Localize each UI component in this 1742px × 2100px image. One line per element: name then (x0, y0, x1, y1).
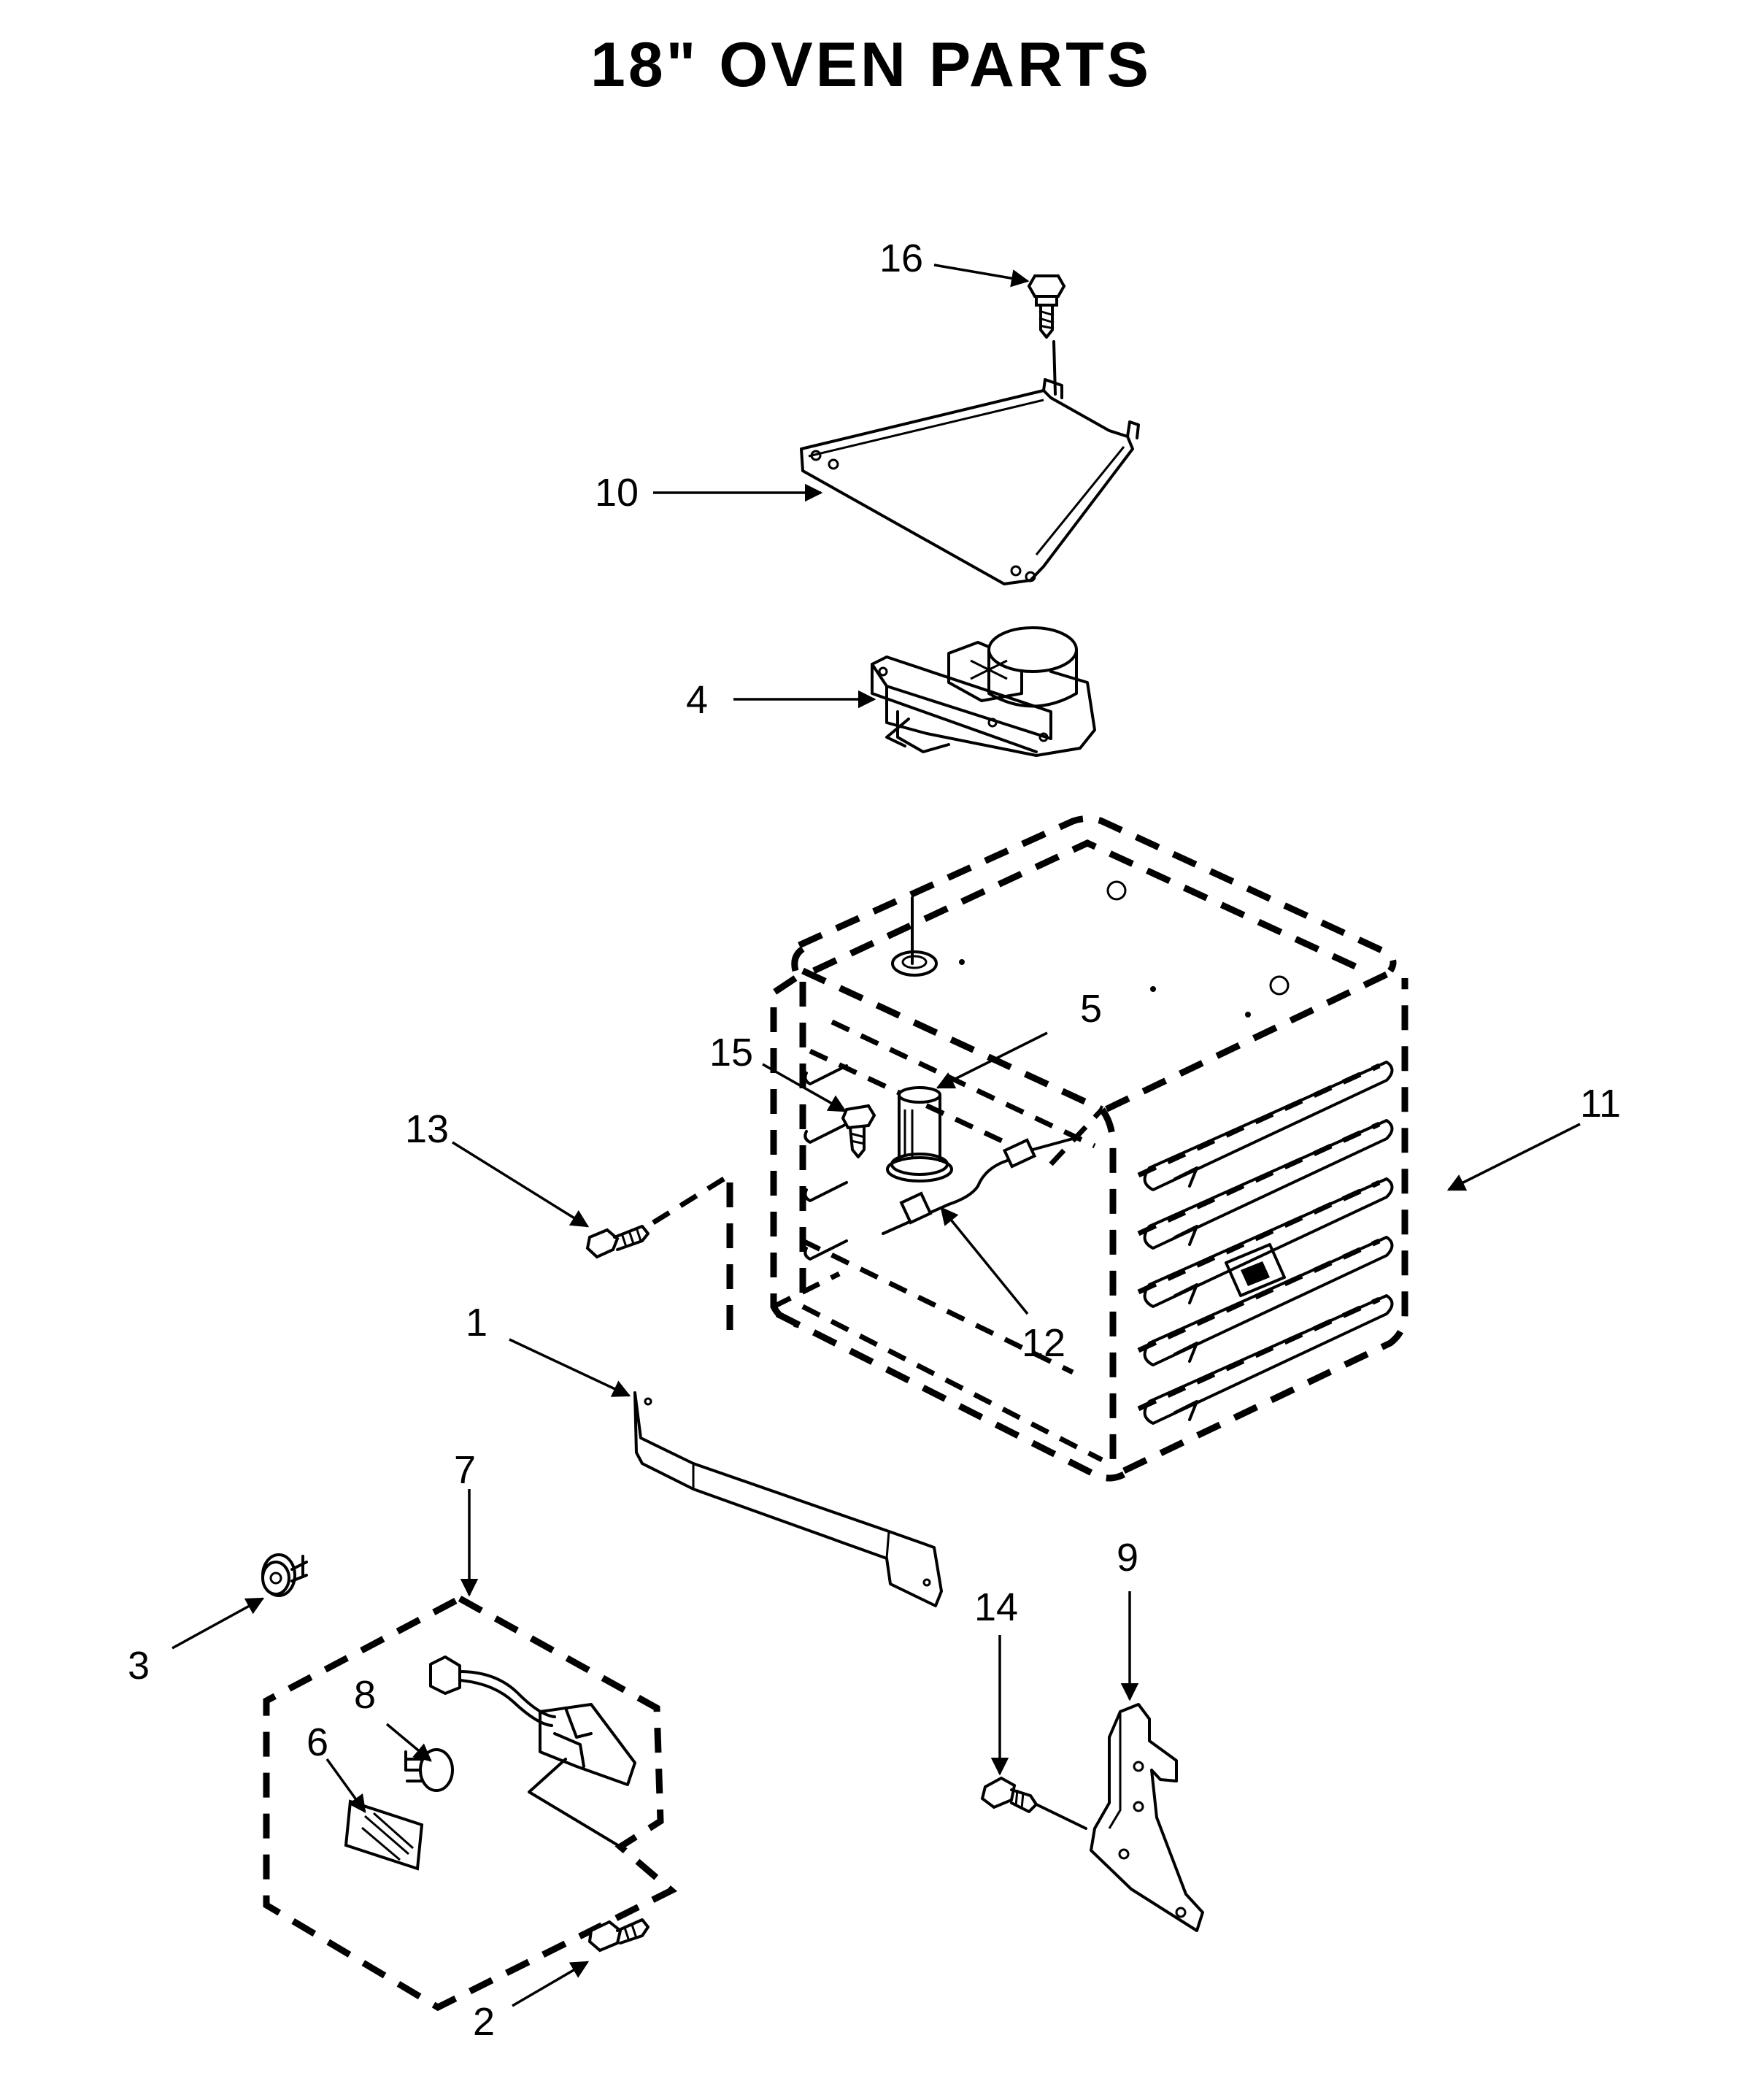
callout-2: 2 (473, 2000, 495, 2044)
callout-14: 14 (974, 1585, 1018, 1629)
part-4-motor-bracket (871, 626, 1096, 757)
part-10-cover-plate (800, 378, 1140, 585)
callout-11: 11 (1580, 1082, 1621, 1126)
part-13-screw (585, 1173, 731, 1259)
callout-8: 8 (354, 1673, 376, 1717)
part-5-element (886, 1086, 953, 1182)
callout-16: 16 (879, 236, 923, 280)
leader-lines (171, 264, 1581, 2007)
part-9-bracket (1090, 1703, 1204, 1932)
callout-4: 4 (686, 678, 708, 722)
callout-12: 12 (1022, 1321, 1065, 1365)
part-12-wire-harness (882, 1137, 1074, 1235)
part-11-oven-cavity (726, 815, 1408, 1482)
callout-7: 7 (454, 1448, 476, 1492)
callout-13: 13 (405, 1107, 449, 1151)
callout-10: 10 (595, 471, 639, 515)
part-8-bulb (404, 1748, 454, 1792)
part-7-light-kit (263, 1594, 678, 2012)
callout-labels: 16 10 4 5 15 11 13 12 1 7 3 8 6 2 14 9 (128, 236, 1621, 2044)
page-title: 18" OVEN PARTS (590, 30, 1152, 100)
callout-1: 1 (466, 1301, 487, 1345)
part-3-foot (261, 1553, 308, 1597)
part-6-lens (344, 1799, 424, 1871)
part-15-screw (841, 1104, 876, 1158)
part-2-screw (587, 1918, 650, 1953)
part-16-screw (1027, 274, 1066, 396)
callout-15: 15 (709, 1031, 753, 1074)
part-1-strip (633, 1391, 943, 1607)
part-14-screw (980, 1776, 1087, 1830)
callout-3: 3 (128, 1644, 150, 1688)
callout-5: 5 (1080, 987, 1102, 1031)
callout-6: 6 (307, 1720, 328, 1764)
callout-9: 9 (1117, 1536, 1138, 1580)
